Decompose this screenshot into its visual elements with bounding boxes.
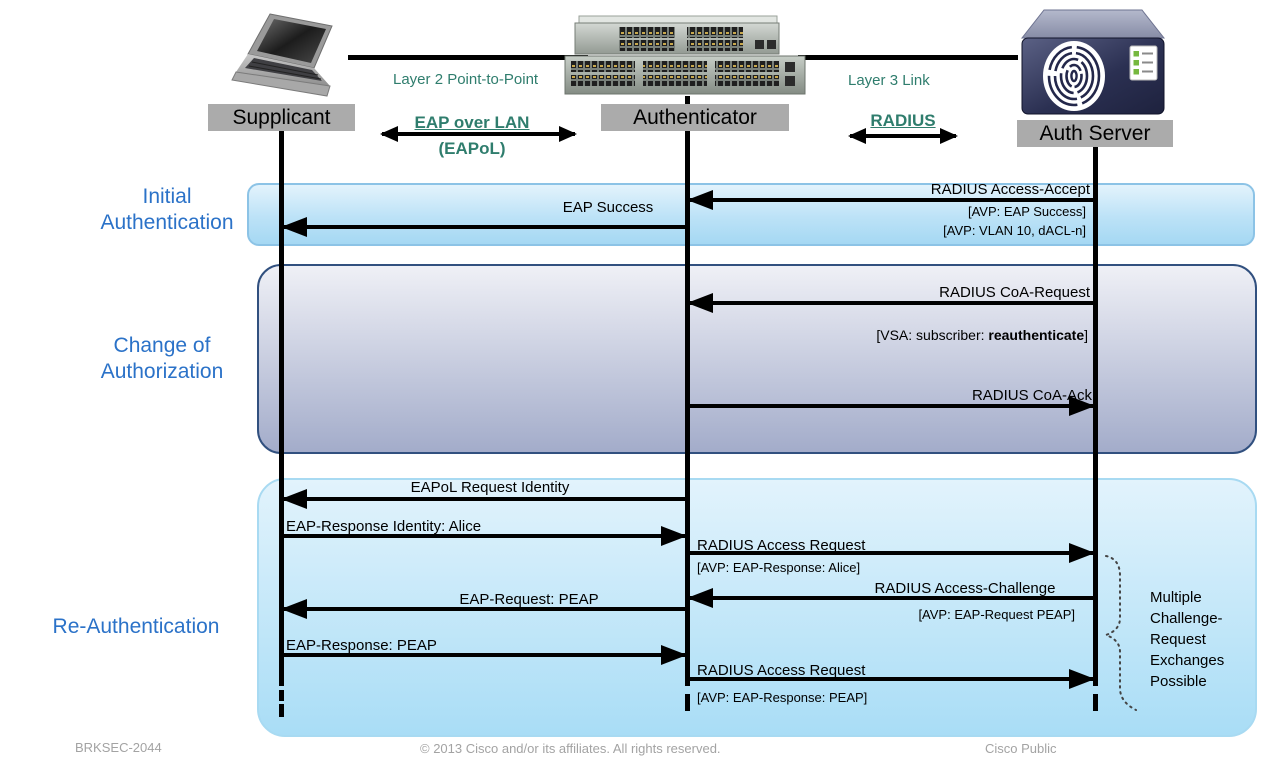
msg-avp-vlan-dacl: [AVP: VLAN 10, dACL-n] [943,223,1086,238]
arrow-eap-response-peap [281,645,687,665]
laptop-icon [226,12,354,108]
msg-avp-eap-response-alice: [AVP: EAP-Response: Alice] [697,560,861,575]
link-line-switch-server [798,55,1018,60]
radius-double-arrow [848,128,958,144]
switch-stack-icon [563,14,807,98]
msg-radius-access-accept-label: RADIUS Access-Accept [930,181,1090,198]
arrow-radius-access-request-2 [687,669,1095,689]
arrow-eap-success [281,217,687,237]
footer-classification: Cisco Public [985,741,1057,756]
footer-copyright: © 2013 Cisco and/or its affiliates. All … [420,741,721,756]
msg-radius-access-request-1-label: RADIUS Access Request [697,537,866,554]
auth-server-label: Auth Server [1017,120,1173,147]
msg-radius-coa-ack-label: RADIUS CoA-Ack [971,387,1092,404]
footer-session-id: BRKSEC-2044 [75,740,162,755]
multiple-exchanges-note: Multiple Challenge- Request Exchanges Po… [1150,589,1225,690]
arrow-radius-access-accept [687,190,1095,210]
auth-server-lifeline [1093,146,1098,686]
arrow-radius-access-challenge [687,588,1095,608]
authenticator-lifeline-dash [685,694,690,711]
arrow-radius-access-request-1 [687,543,1095,563]
msg-eapol-request-identity-label: EAPoL Request Identity [410,479,570,496]
msg-eap-request-peap-label: EAP-Request: PEAP [459,591,599,608]
msg-avp-eap-response-peap: [AVP: EAP-Response: PEAP] [697,690,868,705]
auth-server-icon [1016,4,1168,120]
section-label-reauth: Re-Authentication [52,615,220,638]
fingerprint-icon [1043,41,1105,111]
msg-vsa-reauthenticate: [VSA: subscriber: reauthenticate] [876,327,1088,343]
arrow-eapol-request-identity [281,489,687,509]
authenticator-lifeline [685,96,690,686]
policy-list-icon [1129,45,1158,81]
msg-radius-access-request-2-label: RADIUS Access Request [697,662,866,679]
arrow-eap-request-peap [281,599,687,619]
supplicant-lifeline-dash [279,704,284,717]
msg-eap-response-identity-label: EAP-Response Identity: Alice [286,518,482,535]
section-label-coa: Change of Authorization [100,334,224,383]
layer3-label: Layer 3 Link [848,72,930,89]
arrow-radius-coa-ack [687,396,1095,416]
authenticator-label: Authenticator [601,104,789,131]
supplicant-lifeline-dash [279,690,284,701]
eapol-label-line2: (EAPoL) [438,139,506,158]
msg-eap-response-peap-label: EAP-Response: PEAP [286,637,437,654]
msg-avp-eap-success: [AVP: EAP Success] [967,204,1086,219]
supplicant-label: Supplicant [208,104,355,131]
eapol-label-line1: EAP over LAN [414,113,530,132]
arrow-radius-coa-request [687,293,1095,313]
radius-link-label: RADIUS [870,111,936,130]
arrow-eap-response-identity [281,526,687,546]
layer2-label: Layer 2 Point-to-Point [393,71,539,88]
section-label-initial: Initial Authentication [100,185,234,234]
auth-server-lifeline-dash [1093,694,1098,711]
link-line-supplicant-switch [348,55,588,60]
dotted-brace [1098,550,1146,715]
msg-radius-access-challenge-label: RADIUS Access-Challenge [874,580,1056,597]
msg-eap-success-label: EAP Success [562,199,654,216]
change-of-authorization-box [257,264,1257,454]
eapol-double-arrow [380,126,577,142]
msg-radius-coa-request-label: RADIUS CoA-Request [939,284,1090,301]
initial-authentication-box [247,183,1255,246]
msg-avp-eap-request-peap: [AVP: EAP-Request PEAP] [918,607,1075,622]
supplicant-lifeline [279,128,284,686]
